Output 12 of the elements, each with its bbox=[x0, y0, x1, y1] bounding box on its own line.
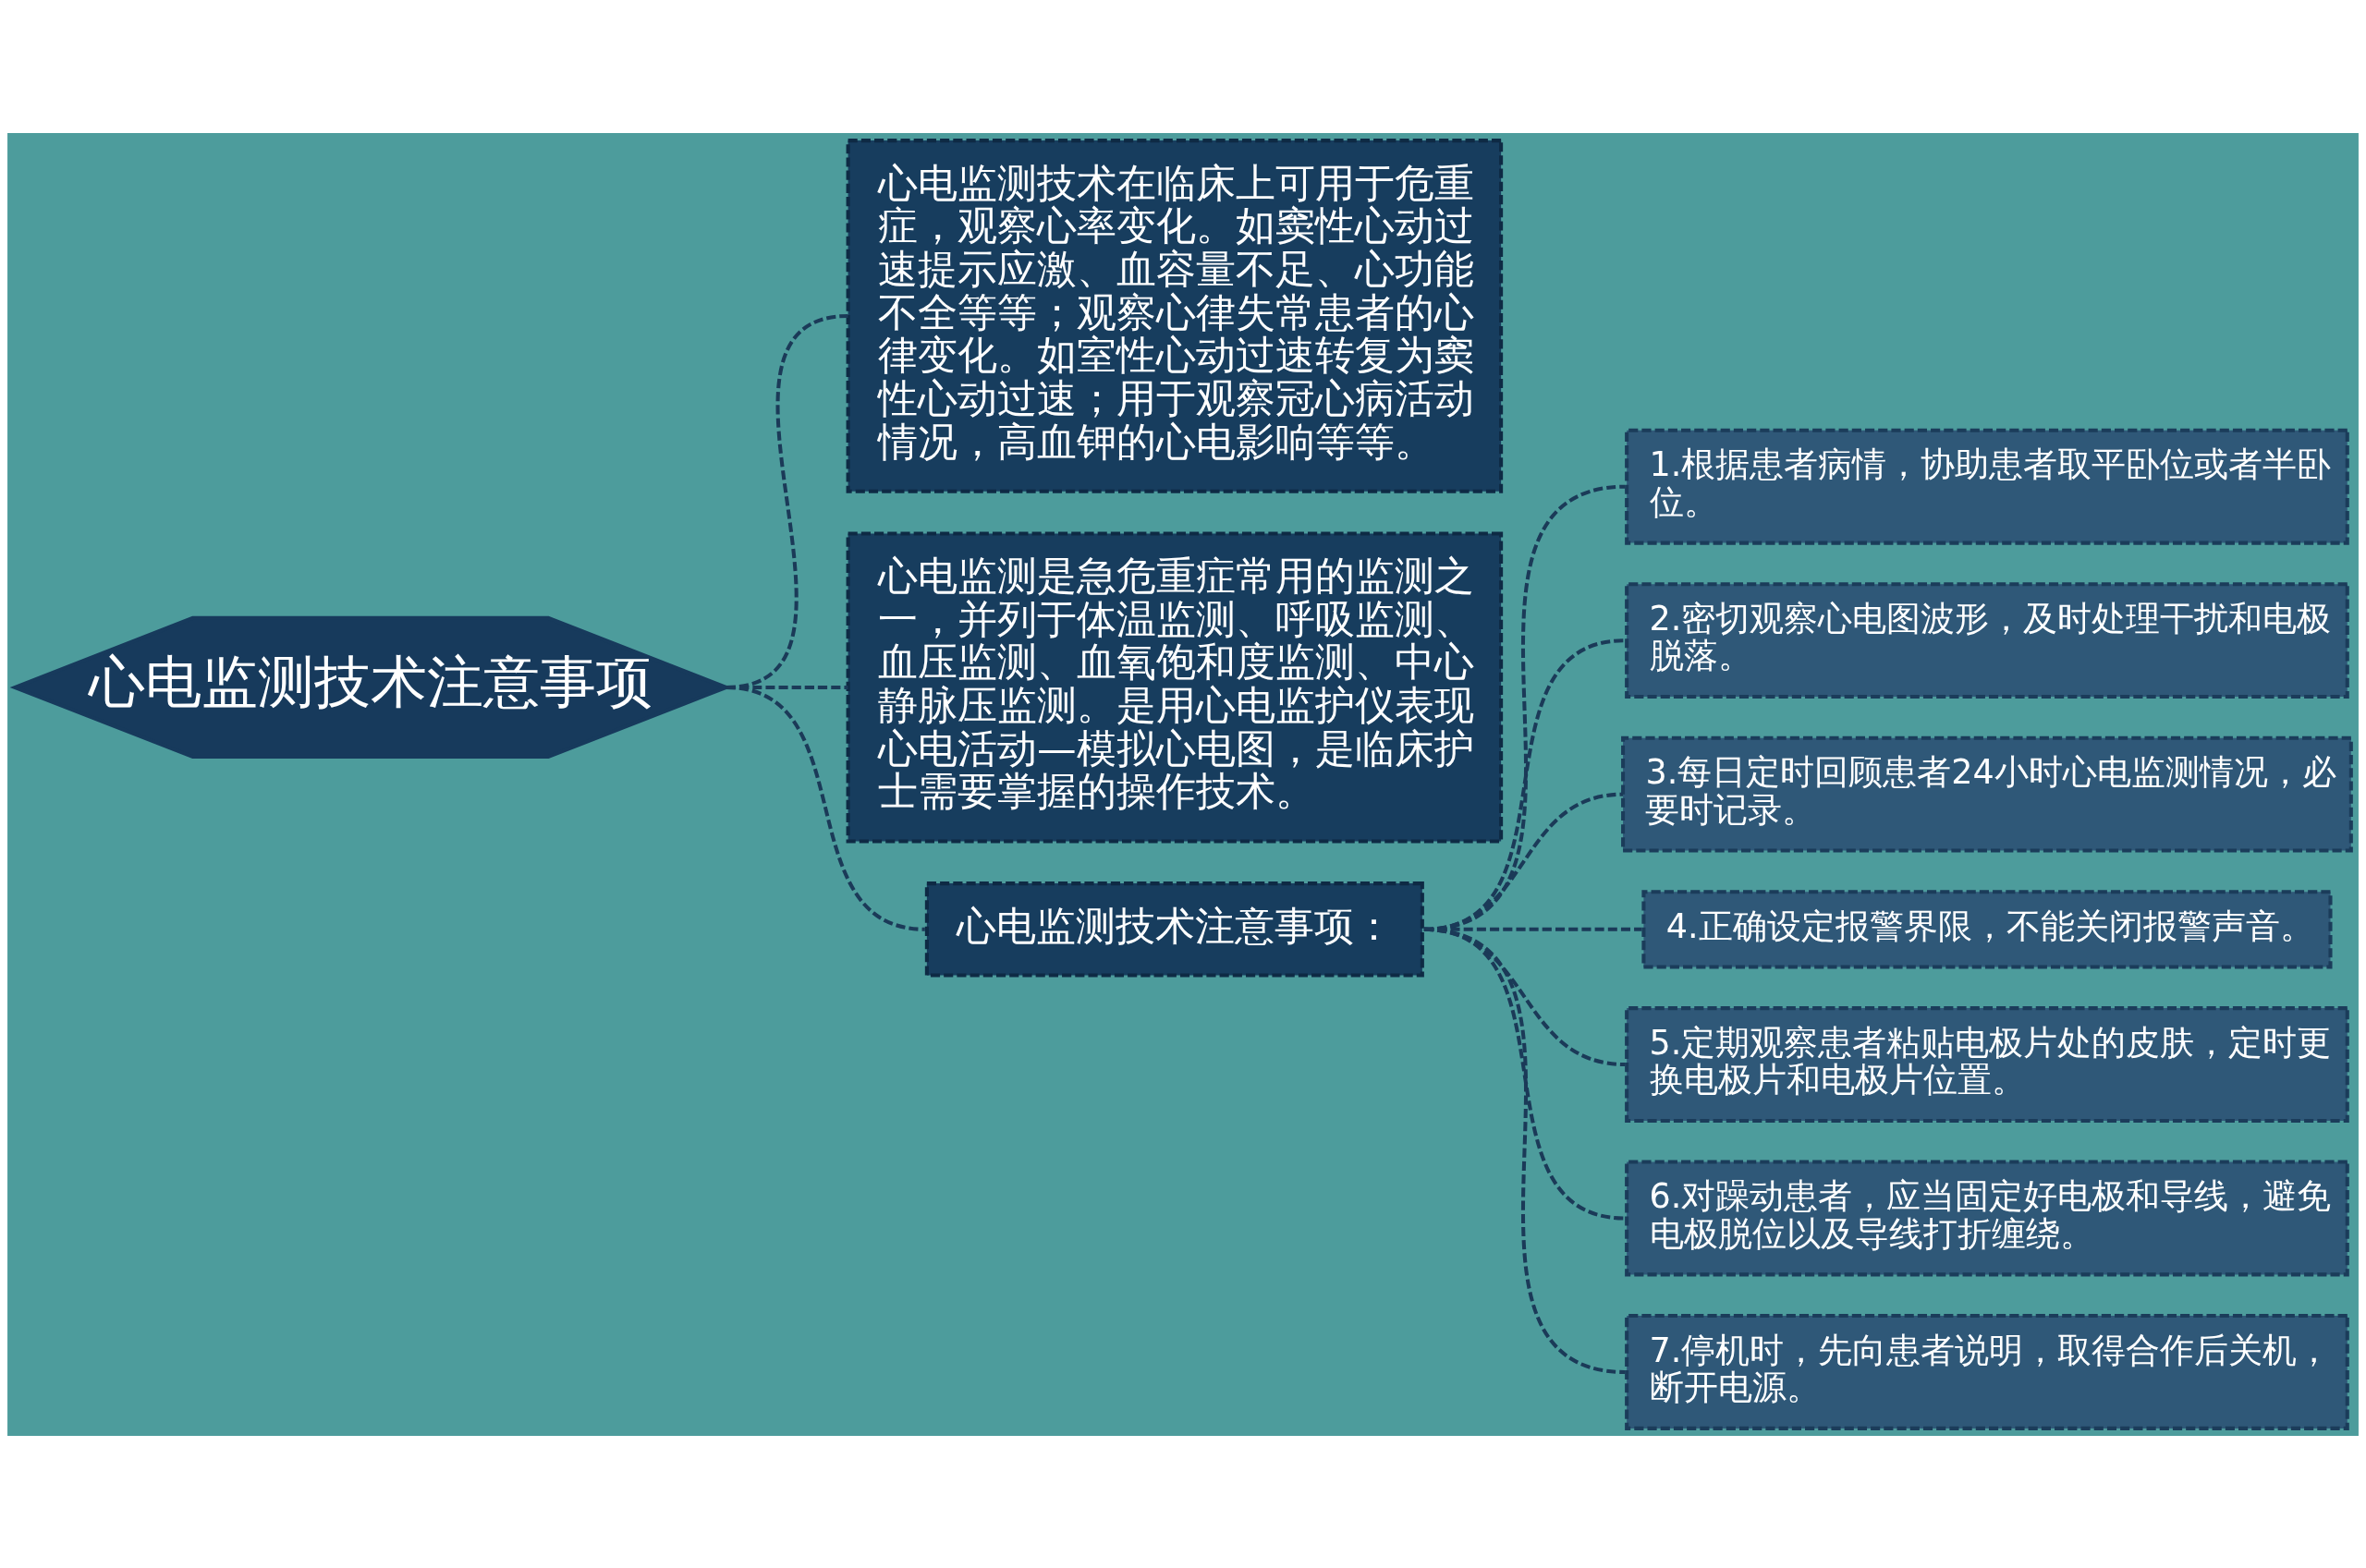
node-box: 心电监测是急危重症常用的监测之一，并列于体温监测、呼吸监测、血压监测、血氧饱和度监测、中心静脉压监测。是用心电监护仪表现心电活动—模拟心电图，是临床护士需要掌握的操作技术。 bbox=[846, 530, 1504, 843]
node-box: 6.对躁动患者，应当固定好电极和导线，避免电极脱位以及导线打折缠绕。 bbox=[1625, 1160, 2349, 1276]
node-box: 心电监测技术在临床上可用于危重症，观察心率变化。如窦性心动过速提示应激、血容量不足、心功能不全等等；观察心律失常患者的心律变化。如室性心动过速转复为窦性心动过速；用于观察冠心病活动情况，高血钾的心电影响等等。 bbox=[846, 138, 1504, 493]
node-box: 7.停机时，先向患者说明，取得合作后关机，断开电源。 bbox=[1625, 1313, 2349, 1430]
node-box: 2.密切观察心电图波形，及时处理干扰和电极脱落。 bbox=[1625, 581, 2349, 699]
node-box: 1.根据患者病情，协助患者取平卧位或者半卧位。 bbox=[1625, 428, 2349, 545]
node-box: 3.每日定时回顾患者24小时心电监测情况，必要时记录。 bbox=[1621, 735, 2353, 853]
connector bbox=[726, 685, 926, 931]
node-box: 心电监测技术注意事项： bbox=[924, 881, 1424, 978]
node-box: 5.定期观察患者粘贴电极片处的皮肤，定时更换电极片和电极片位置。 bbox=[1625, 1005, 2349, 1123]
node-box: 4.正确设定报警界限，不能关闭报警声音。 bbox=[1641, 889, 2333, 968]
connector bbox=[1423, 927, 1626, 1374]
